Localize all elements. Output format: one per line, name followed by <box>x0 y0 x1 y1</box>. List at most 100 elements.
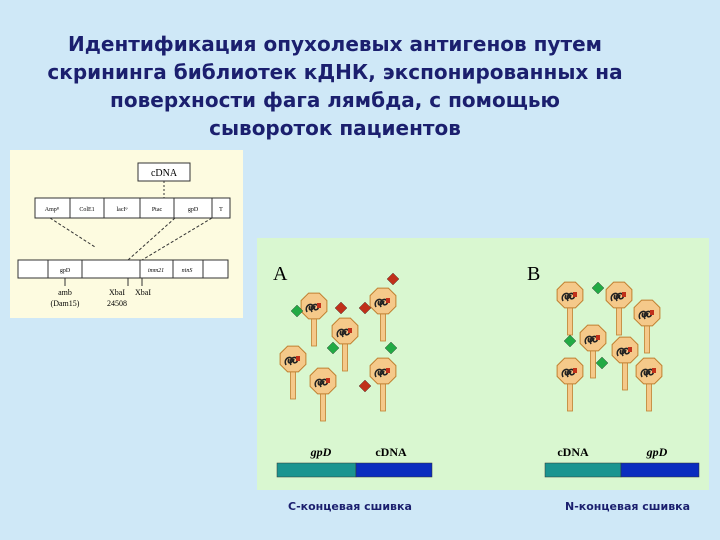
protein-marker <box>573 292 577 297</box>
protein-marker <box>326 378 330 383</box>
phage-particle <box>309 367 337 422</box>
phage-particle <box>300 292 328 347</box>
bar-b-cdna-segment <box>544 462 622 478</box>
segment-amp: Ampᴿ <box>45 207 60 213</box>
antigen-marker <box>563 334 577 348</box>
n-terminal-caption: N-концевая сшивка <box>565 500 691 513</box>
phage-particle <box>633 299 661 354</box>
connector <box>49 217 96 248</box>
phage-head <box>331 317 359 345</box>
phage-head <box>579 324 607 352</box>
phage-head <box>369 287 397 315</box>
phage-head <box>279 345 307 373</box>
title-line: скрининга библиотек кДНК, экспонированны… <box>47 60 623 84</box>
phage-tail <box>622 359 628 391</box>
phage-particle <box>369 287 397 342</box>
annot-xbai-2: XbaI <box>135 288 151 297</box>
protein-marker <box>650 310 654 315</box>
phage-display-diagram: A B gpD cDNA cDNA gpD <box>273 263 700 478</box>
phage-head <box>556 281 584 309</box>
phage-particle <box>579 324 607 379</box>
c-terminal-caption: С-концевая сшивка <box>288 500 412 513</box>
protein-marker <box>628 347 632 352</box>
phage-head <box>556 357 584 385</box>
connector <box>127 217 176 261</box>
phage-map <box>17 259 229 279</box>
title-line: Идентификация опухолевых антигенов путем <box>68 32 602 56</box>
phage-tail <box>567 380 573 412</box>
slide-title: Идентификация опухолевых антигенов путем… <box>20 30 650 142</box>
segment-laci: lacIᵠ <box>117 207 128 213</box>
phage-particle <box>611 336 639 391</box>
annot-xbai-1: XbaI <box>109 288 125 297</box>
segment-cole1: ColE1 <box>79 207 94 213</box>
protein-marker <box>596 335 600 340</box>
panel-a-label: A <box>273 263 288 285</box>
phage-particles <box>279 272 663 422</box>
panel-b-label: B <box>527 263 540 285</box>
phage-particle <box>556 357 584 412</box>
title-line: поверхности фага лямбда, с помощью <box>110 88 560 112</box>
phage-tail <box>380 380 386 412</box>
phage-particle <box>279 345 307 400</box>
protein-marker <box>317 303 321 308</box>
phage-particle <box>556 281 584 336</box>
phage-tail <box>646 380 652 412</box>
antigen-marker <box>358 301 372 315</box>
bar-b-cdna-label: cDNA <box>557 445 589 459</box>
segment-gpd: gpD <box>188 207 199 213</box>
phage-particle <box>331 317 359 372</box>
cdna-label: cDNA <box>151 168 178 179</box>
phage-gpd: gpD <box>60 268 71 274</box>
title-line: сывороток пациентов <box>209 116 461 140</box>
bar-a-gpd-segment <box>276 462 357 478</box>
phage-tail <box>311 315 317 347</box>
annot-position: 24508 <box>107 299 127 308</box>
vector-diagram-panel: cDNA Ampᴿ ColE1 lacIᵠ Ptac gpD T gpD imm… <box>10 150 243 318</box>
protein-marker <box>573 368 577 373</box>
phage-display-panel: A B gpD cDNA cDNA gpD <box>257 238 709 490</box>
protein-marker <box>348 328 352 333</box>
plasmid-map <box>34 197 231 219</box>
protein-marker <box>386 298 390 303</box>
phage-head <box>369 357 397 385</box>
connector <box>141 217 213 261</box>
phage-head <box>611 336 639 364</box>
phage-head <box>633 299 661 327</box>
phage-tail <box>616 304 622 336</box>
phage-tail <box>590 347 596 379</box>
phage-imm21: imm21 <box>148 268 164 274</box>
phage-head <box>309 367 337 395</box>
antigen-marker <box>386 272 400 286</box>
protein-marker <box>622 292 626 297</box>
phage-nin5: ninS <box>182 268 193 274</box>
annot-dam15: (Dam15) <box>51 299 80 308</box>
phage-particle <box>635 357 663 412</box>
phage-tail <box>342 340 348 372</box>
protein-marker <box>386 368 390 373</box>
phage-head <box>605 281 633 309</box>
phage-tail <box>644 322 650 354</box>
annot-amb: amb <box>58 288 72 297</box>
antigen-marker <box>290 304 304 318</box>
protein-marker <box>652 368 656 373</box>
phage-head <box>635 357 663 385</box>
phage-tail <box>290 368 296 400</box>
segment-t: T <box>219 207 223 213</box>
antigen-marker <box>595 356 609 370</box>
bar-a-cdna-segment <box>355 462 433 478</box>
phage-tail <box>567 304 573 336</box>
antigen-marker <box>384 341 398 355</box>
protein-marker <box>296 356 300 361</box>
antigen-marker <box>334 301 348 315</box>
bar-a-gpd-label: gpD <box>310 445 332 459</box>
phage-head <box>300 292 328 320</box>
bar-b-gpd-segment <box>620 462 700 478</box>
phage-particle <box>369 357 397 412</box>
phage-tail <box>380 310 386 342</box>
antigen-marker <box>358 379 372 393</box>
phage-tail <box>320 390 326 422</box>
antigen-marker <box>591 281 605 295</box>
vector-diagram: cDNA Ampᴿ ColE1 lacIᵠ Ptac gpD T gpD imm… <box>17 162 231 308</box>
bar-b-gpd-label: gpD <box>646 445 668 459</box>
